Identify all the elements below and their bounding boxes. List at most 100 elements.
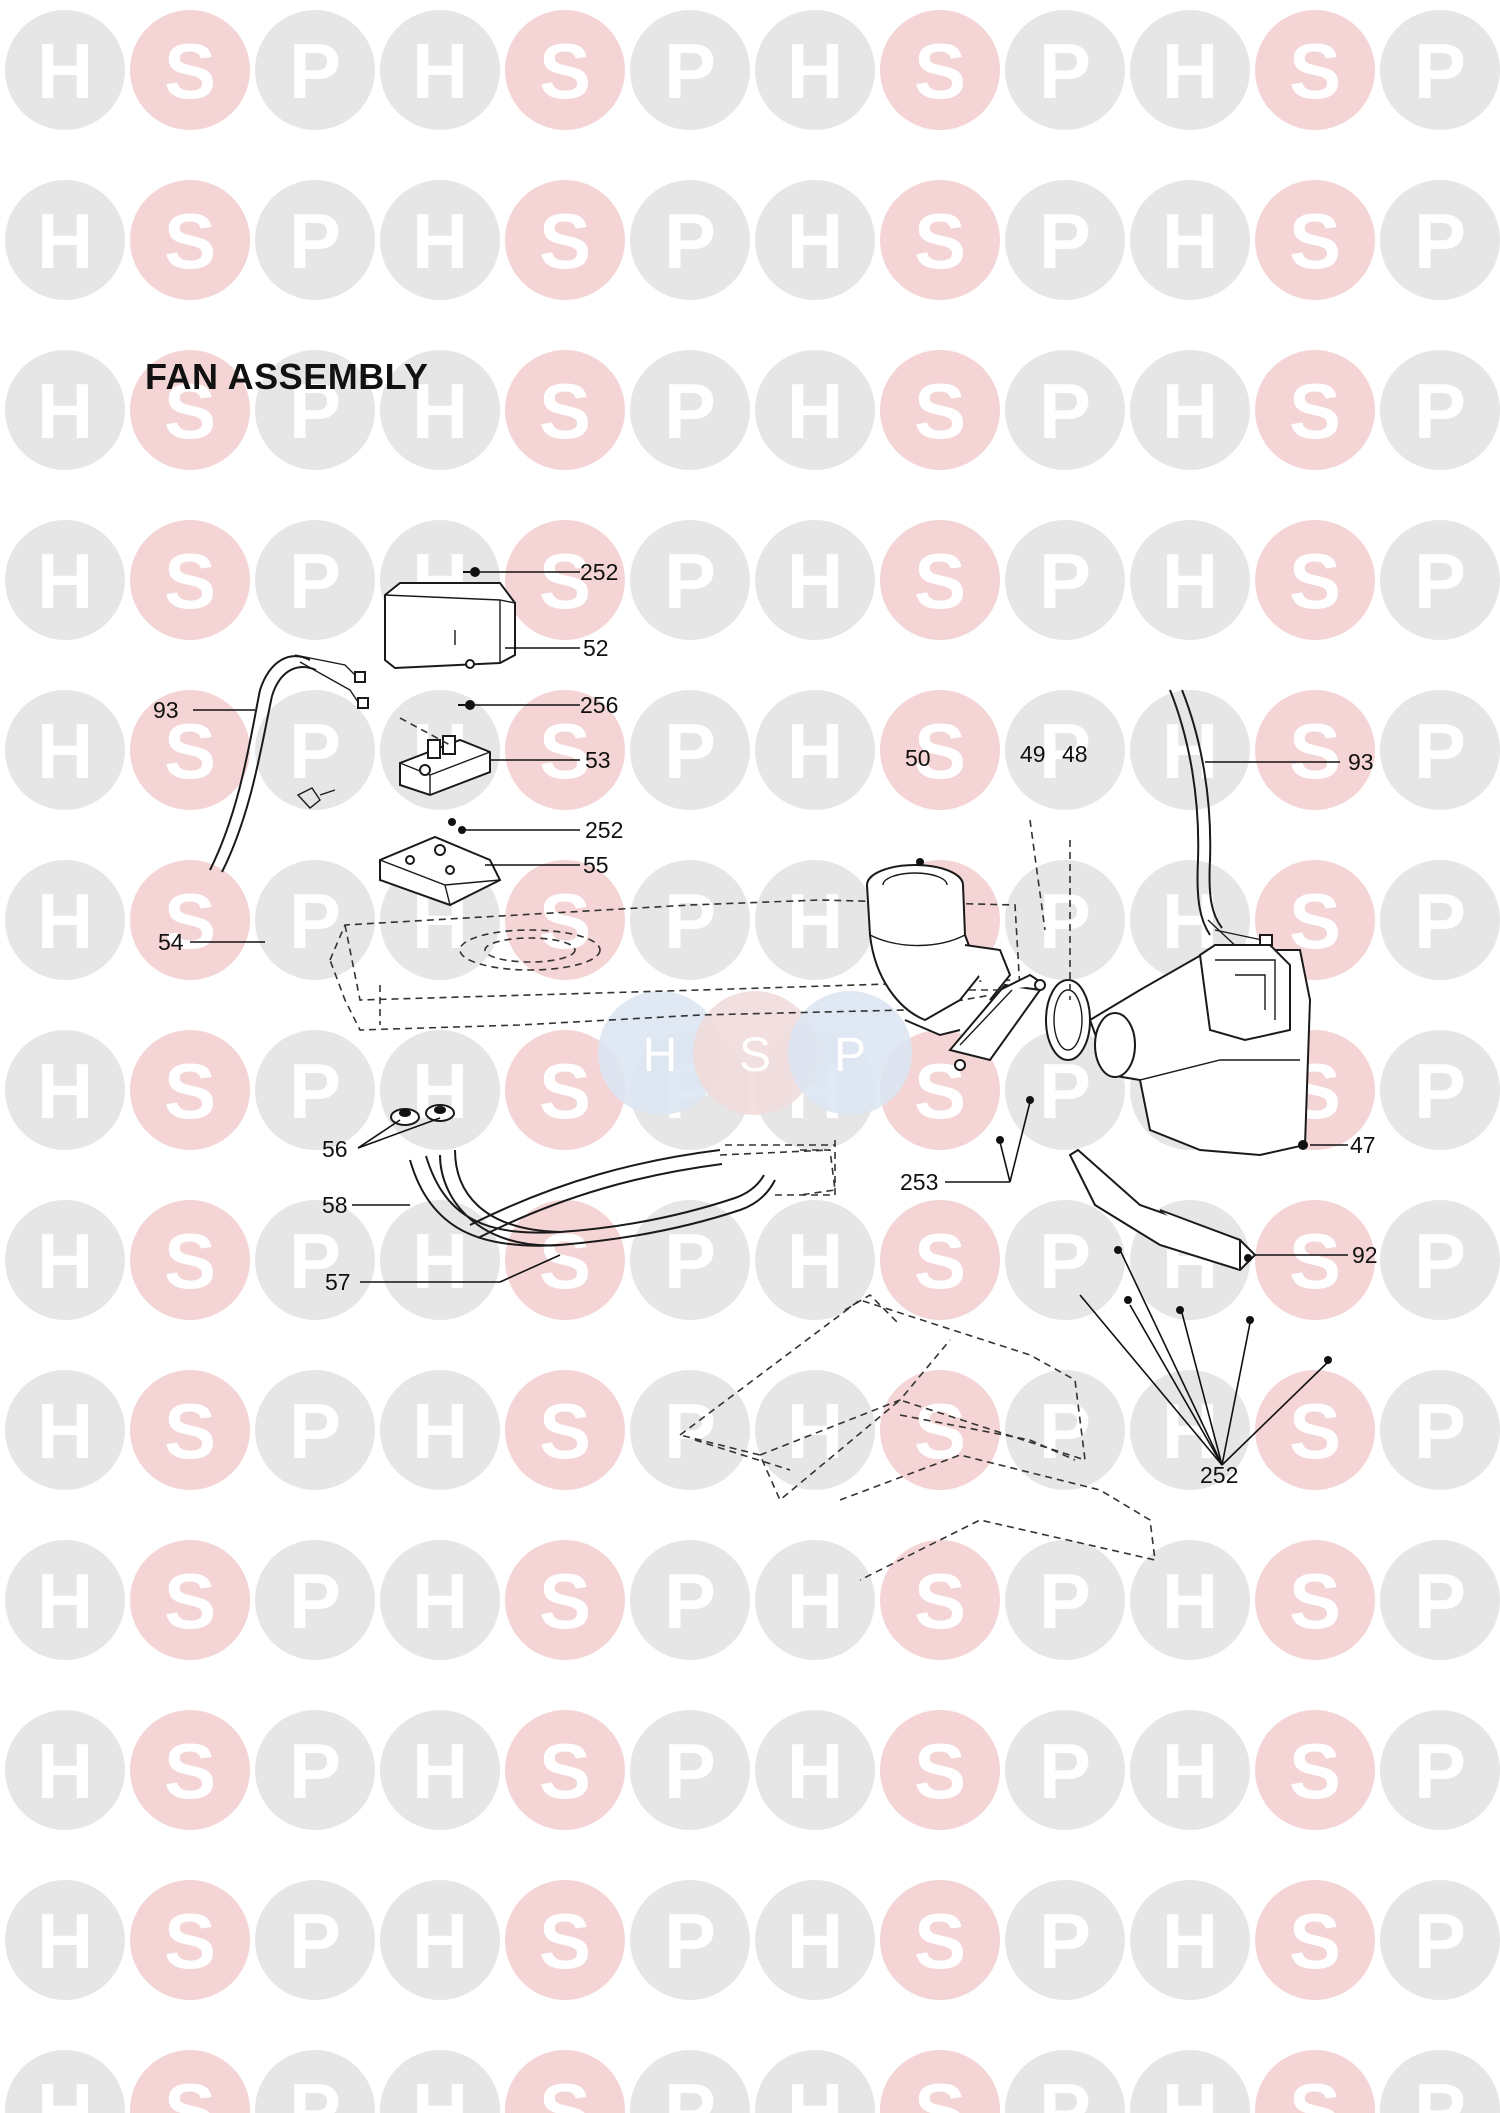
watermark-letter: S <box>539 707 591 795</box>
watermark-letter: H <box>37 1557 93 1645</box>
watermark-circle <box>130 1030 250 1150</box>
watermark-circle <box>505 350 625 470</box>
watermark-circle <box>880 1540 1000 1660</box>
watermark-letter: P <box>1414 707 1466 795</box>
watermark-letter: P <box>1414 1217 1466 1305</box>
watermark-letter: H <box>787 1387 843 1475</box>
watermark-circle <box>630 350 750 470</box>
watermark-letter: S <box>539 1387 591 1475</box>
callout-92: 92 <box>1352 1242 1378 1268</box>
watermark-circle <box>1130 520 1250 640</box>
watermark-letter: H <box>412 27 468 115</box>
watermark-letter: H <box>787 27 843 115</box>
watermark-circle <box>880 520 1000 640</box>
watermark-letter: H <box>412 197 468 285</box>
watermark-letter: P <box>289 197 341 285</box>
watermark-letter: H <box>787 1557 843 1645</box>
watermark-letter: S <box>164 537 216 625</box>
watermark-letter: H <box>787 877 843 965</box>
watermark-letter: S <box>1289 1557 1341 1645</box>
watermark-circle <box>755 860 875 980</box>
watermark-letter: H <box>1162 367 1218 455</box>
watermark-letter: S <box>539 1897 591 1985</box>
watermark-circle <box>130 1200 250 1320</box>
watermark-letter: P <box>1039 1557 1091 1645</box>
watermark-letter: S <box>914 2067 966 2113</box>
watermark-circle <box>1380 1880 1500 2000</box>
watermark-letter: H <box>412 367 468 455</box>
watermark-circle <box>1005 1540 1125 1660</box>
watermark-letter: S <box>1289 1897 1341 1985</box>
part-47-fan <box>1088 944 1312 1157</box>
watermark-circle <box>1005 860 1125 980</box>
watermark-circle <box>255 2050 375 2113</box>
watermark-letter: P <box>1039 877 1091 965</box>
watermark-circle <box>5 1200 125 1320</box>
watermark-letter: H <box>1162 2067 1218 2113</box>
watermark-circle <box>5 350 125 470</box>
watermark-letter: H <box>37 27 93 115</box>
watermark-letter: S <box>164 1897 216 1985</box>
watermark-letter: H <box>1162 707 1218 795</box>
watermark-letter: S <box>1289 707 1341 795</box>
watermark-circle <box>1255 520 1375 640</box>
watermark-circle <box>630 1710 750 1830</box>
watermark-circle <box>1005 1030 1125 1150</box>
callout-252-top: 252 <box>580 559 618 585</box>
watermark-letter: S <box>914 537 966 625</box>
watermark-letter: S <box>1289 1387 1341 1475</box>
watermark-circle <box>630 2050 750 2113</box>
page-title: FAN ASSEMBLY <box>145 356 429 397</box>
watermark-circle <box>255 1200 375 1320</box>
watermark-circle <box>1005 1880 1125 2000</box>
watermark-circle <box>5 1710 125 1830</box>
watermark-letter: P <box>289 1047 341 1135</box>
callout-47: 47 <box>1350 1132 1376 1158</box>
watermark-circle <box>630 1370 750 1490</box>
watermark-circle <box>1255 1200 1375 1320</box>
watermark-circle <box>255 1370 375 1490</box>
watermark-letter: H <box>1162 1897 1218 1985</box>
watermark-circle <box>880 1880 1000 2000</box>
part-53-pressure-switch <box>399 717 491 797</box>
watermark-letter: P <box>289 367 341 455</box>
watermark-letter: P <box>1414 1387 1466 1475</box>
watermark-letter: H <box>37 197 93 285</box>
watermark-letter: H <box>37 2067 93 2113</box>
watermark-letter: S <box>539 537 591 625</box>
watermark-circle <box>5 1540 125 1660</box>
watermark-letter: H <box>412 1727 468 1815</box>
watermark-circle <box>130 860 250 980</box>
watermark-letter: S <box>1289 27 1341 115</box>
watermark-circle <box>505 520 625 640</box>
watermark-circle <box>505 2050 625 2113</box>
watermark-letter: H <box>37 1217 93 1305</box>
watermark-letter: S <box>164 1217 216 1305</box>
watermark-letter: P <box>664 1557 716 1645</box>
screws <box>448 567 1332 1364</box>
watermark-centre-circle <box>788 991 912 1115</box>
watermark-letter: S <box>164 1727 216 1815</box>
watermark-letter: P <box>289 1557 341 1645</box>
watermark-circle <box>505 860 625 980</box>
watermark-circle <box>1130 1710 1250 1830</box>
watermark-circle <box>1380 1540 1500 1660</box>
watermark-letter: H <box>412 1217 468 1305</box>
watermark-letter: P <box>1039 1897 1091 1985</box>
watermark-circle <box>255 180 375 300</box>
watermark-letter: P <box>664 27 716 115</box>
watermark-circle <box>880 350 1000 470</box>
watermark-letter: P <box>1414 2067 1466 2113</box>
watermark-circle <box>505 1540 625 1660</box>
watermark-circle <box>130 10 250 130</box>
watermark-circle <box>505 1370 625 1490</box>
watermark-circle <box>755 10 875 130</box>
watermark-letter: S <box>914 1897 966 1985</box>
watermark-circle <box>1380 10 1500 130</box>
watermark-letter: S <box>164 367 216 455</box>
watermark-letter: P <box>664 2067 716 2113</box>
watermark-circle <box>1380 1200 1500 1320</box>
watermark-letter: P <box>1039 27 1091 115</box>
watermark-letter: P <box>1039 537 1091 625</box>
